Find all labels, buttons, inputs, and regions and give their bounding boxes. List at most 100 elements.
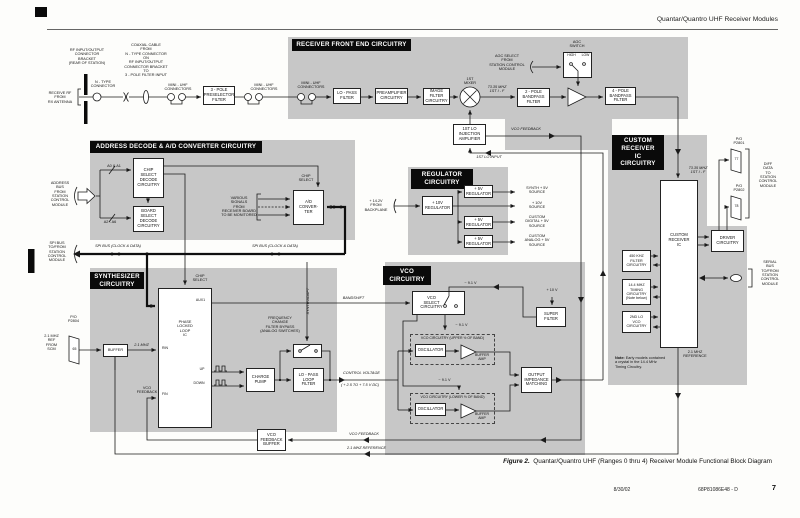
- note-text: Note: Early models contained a crystal i…: [615, 356, 666, 369]
- lo-pass-filter-box: LO - PASS FILTER: [333, 88, 361, 104]
- vco-feedback-bottom-label: VCO FEEDBACK: [349, 432, 379, 436]
- source-10v-label: + 10V SOURCE: [528, 201, 546, 210]
- vco-select-box: VCO SELECT CIRCUITRY: [412, 291, 465, 315]
- bypass-switch-box: [293, 344, 322, 358]
- bypass-label: FREQUENCY CHANGE FILTER BYPASS (ANALOG S…: [260, 316, 300, 333]
- various-signals-label: VARIOUS SIGNALS FROM RECEIVER BOARD TO B…: [221, 196, 257, 218]
- vco-title: VCO CIRCUITRY: [383, 266, 431, 285]
- driver-circuitry-box: DRIVER CIRCUITRY: [711, 230, 744, 252]
- synth-title: SYNTHESIZER CIRCUITRY: [90, 272, 144, 289]
- address-bus-label: ADDRESS BUS FROM STATION CONTROL MODULE: [50, 181, 70, 207]
- footer-date: 8/30/02: [613, 487, 631, 493]
- pll-aux1-pin: AUX1: [195, 298, 206, 302]
- reg-5v-analog-box: + 5V REGULATOR: [464, 235, 493, 248]
- reg-10v-box: + 10V REGULATOR: [422, 196, 453, 215]
- receive-rf-label: RECEIVE RF FROM RX ANTENNA: [47, 91, 73, 104]
- injection-amp-box: 1ST LO INJECTION AMPLIFIER: [453, 124, 486, 145]
- agc-low-label: LOW: [581, 53, 590, 57]
- board-select-decode-box: BOARD SELECT DECODE CIRCUITRY: [133, 206, 164, 232]
- spi-bracket-label: SPI BUS TO/FROM STATION CONTROL MODULE: [47, 241, 67, 263]
- pin-65: 65: [72, 347, 77, 351]
- pin-77: 77: [734, 157, 739, 161]
- address-title: ADDRESS DECODE & A/D CONVERTER CIRCUITRY: [90, 141, 262, 153]
- coax-note: COAXIAL CABLE FROM N - TYPE CONNECTOR ON…: [124, 43, 168, 78]
- buffer-amp-lower-label: BUFFER AMP: [475, 412, 489, 420]
- figure-caption: Figure 2. Quantar/Quantro UHF (Ranges 0 …: [503, 458, 772, 465]
- a2-a6-label: A2 - A6: [103, 220, 117, 224]
- serial-bus-label: SERIAL BUS TO/FROM STATION CONTROL MODUL…: [760, 260, 780, 286]
- first-if-label-2: 73.35 MHZ 1ST I - F: [688, 166, 708, 175]
- mini-uhf-label-3: MINI - UHF CONNECTORS: [297, 81, 325, 90]
- rf-bracket-note: RF INPUT/OUTPUT CONNECTOR BRACKET (REAR …: [68, 48, 106, 65]
- custom-rx-panel-notch: [707, 135, 747, 226]
- a0-a1-label: A0 & A1: [107, 164, 121, 168]
- output-impedance-box: OUTPUT IMPEDANCE MATCHING: [521, 367, 552, 393]
- control-range-label: ( + 2.5 TO + 7.5 V DC): [340, 383, 380, 387]
- custom-receiver-ic-box: CUSTOM RECEIVER IC: [660, 180, 698, 348]
- first-lo-input-label: 1ST LO INPUT: [476, 155, 502, 159]
- loop-filter-box: LO - PASS LOOP FILTER: [293, 368, 324, 392]
- ad-converter-box: A/D CONVER- TER: [293, 190, 324, 225]
- synth-adapt-label: SYNTH ADAPT: [305, 287, 310, 315]
- timing-144mhz-box: 14.4 MHZ TIMING CIRCUITRY (Note below): [622, 279, 651, 305]
- bandpass-2pole-box: 2 - POLE BANDPASS FILTER: [517, 88, 550, 107]
- preamplifier-box: PREAMPLIFIER CIRCUITRY: [375, 88, 408, 104]
- front-end-panel-ext: [505, 119, 612, 150]
- vco-feedback-buffer-box: VCO FEEDBACK BUFFER: [257, 429, 286, 451]
- analog-5v-label: CUSTOM ANALOG + 5V SOURCE: [524, 234, 550, 247]
- second-lo-vco-box: 2ND LO VCO CIRCUITRY: [622, 311, 651, 333]
- ref-21mhz-line-label: 2.1 MHZ REFERENCE: [346, 446, 387, 450]
- oscillator-upper-box: OSCILLATOR: [415, 344, 446, 357]
- reg-5v-synth-box: + 5V REGULATOR: [464, 185, 493, 198]
- oscillator-lower-box: OSCILLATOR: [415, 403, 446, 416]
- footer-part-number: 68P81086E48 - D: [698, 487, 738, 493]
- n-type-label: N - TYPE CONNECTOR: [90, 80, 116, 89]
- footer-page-number: 7: [771, 483, 776, 492]
- vco-feedback-fin-label: VCO FEEDBACK: [136, 386, 158, 395]
- chip-select-decode-box: CHIP SELECT DECODE CIRCUITRY: [133, 158, 164, 198]
- bandshift-label: BANDSHIFT: [342, 296, 365, 300]
- first-if-label: 73.35 MHZ 1ST I - F: [487, 85, 507, 94]
- pll-down-pin: DOWN: [193, 381, 205, 385]
- filter-450khz-box: 450 KHZ FILTER CIRCUITRY: [622, 250, 651, 272]
- p2801-label: P/O P2801: [733, 137, 745, 146]
- mini-uhf-label-2: MINI - UHF CONNECTORS: [250, 83, 278, 92]
- agc-high-label: HIGH: [567, 53, 576, 57]
- reg-5v-digital-box: + 5V REGULATOR: [464, 216, 493, 229]
- pll-ic-box: [158, 288, 212, 428]
- digital-5v-label: CUSTOM DIGITAL + 5V SOURCE: [525, 215, 549, 228]
- front-end-title: RECEIVER FRONT END CIRCUITRY: [292, 39, 411, 51]
- agc-select-label: AGC SELECT FROM STATION CONTROL MODULE: [489, 54, 525, 71]
- charge-pump-box: CHARGE PUMP: [246, 368, 275, 392]
- 21mhz-label: 2.1 MHZ: [134, 343, 149, 347]
- mixer-label: 1ST MIXER: [463, 77, 477, 86]
- ad-chip-select-label: CHIP SELECT: [298, 174, 314, 183]
- diff-data-label: DIFF DATA TO STATION CONTROL MODULE: [758, 162, 778, 188]
- pll-chip-select-label: CHIP SELECT: [192, 274, 208, 283]
- pll-rin-pin: RIN: [162, 346, 169, 350]
- plus10v-label: + 10 V: [546, 288, 558, 292]
- pll-fin-pin: FIN: [162, 392, 168, 396]
- ref-from-scm-label: 2.1 MHZ REF FROM SCM: [44, 334, 59, 351]
- spi-bus-label-2: SPI BUS (CLOCK & DATA): [252, 244, 298, 248]
- p2804-label: P/O P2804: [68, 315, 79, 324]
- vco-lower-group-label: VCO CIRCUITRY (LOWER ½ OF BAND): [420, 395, 485, 399]
- bandpass-4pole-box: 4 - POLE BANDPASS FILTER: [605, 87, 636, 105]
- vco-upper-group-label: VCO CIRCUITRY (UPPER ½ OF BAND): [420, 336, 485, 340]
- buffer-amp-upper-label: BUFFER AMP: [475, 353, 489, 361]
- agc-switch-label: AGC SWITCH: [569, 40, 585, 49]
- super-filter-box: SUPER FILTER: [536, 307, 566, 327]
- spi-bus-label-1: SPI BUS (CLOCK & DATA): [95, 244, 141, 248]
- custom-rx-title: CUSTOM RECEIVER IC CIRCUITRY: [612, 135, 664, 170]
- page-header: Quantar/Quantro UHF Receiver Modules: [656, 16, 778, 23]
- pin-78: 78: [734, 204, 739, 208]
- mini-uhf-label-1: MINI - UHF CONNECTORS: [164, 83, 192, 92]
- v91-lower-label: ~ 9.1 V: [438, 378, 451, 382]
- vco-feedback-top-label: VCO FEEDBACK: [511, 127, 541, 131]
- ref-buffer-box: BUFFER: [103, 344, 128, 357]
- backplane-label: + 14.2V FROM BACKPLANE: [364, 199, 388, 212]
- pll-up-pin: UP: [199, 367, 205, 371]
- p2802-label: P/O P2802: [733, 184, 745, 193]
- synth-5v-label: SYNTH + 5V SOURCE: [526, 186, 548, 195]
